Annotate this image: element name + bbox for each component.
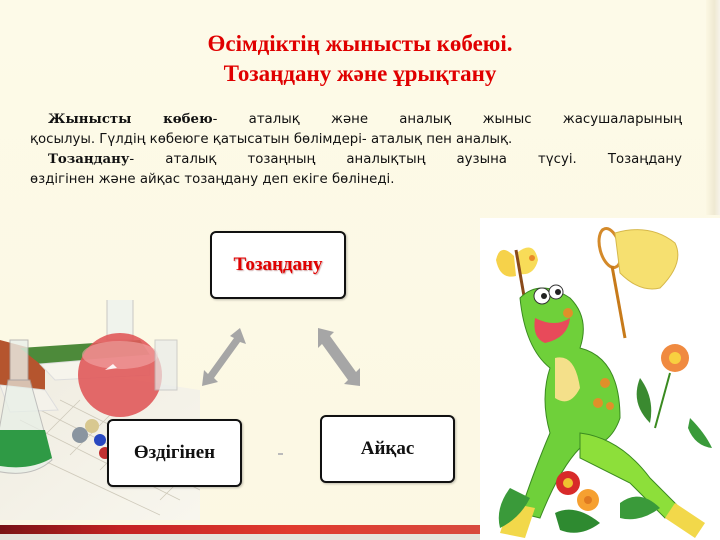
- paragraph-pollination: Тозаңдану- аталық тозаңның аналықтың ауз…: [30, 150, 682, 190]
- definition-rest: өздігінен және айқас тозаңдану деп екіге…: [30, 172, 395, 187]
- node-cross-pollination: Айқас: [320, 415, 455, 483]
- frog-butterfly-net-image: [480, 218, 720, 540]
- lab-glassware-image: [0, 300, 200, 520]
- body-text: Жынысты көбею- аталық және аналық жыныс …: [30, 110, 682, 190]
- double-arrow-right-icon: [318, 328, 360, 386]
- slide-edge-shadow: [706, 0, 720, 215]
- double-arrow-left-icon: [202, 328, 246, 386]
- node-self-pollination: Өздігінен: [107, 419, 242, 487]
- slide-title-line1: Өсімдіктің жынысты көбеюі.: [207, 31, 513, 56]
- definition-rest: қосылуы. Гүлдің көбеюге қатысатын бөлімд…: [30, 132, 513, 147]
- node-pollination: Тозаңдану: [210, 231, 346, 299]
- stray-mark: [278, 453, 283, 455]
- paragraph-sexual-reproduction: Жынысты көбею- аталық және аналық жыныс …: [30, 110, 682, 150]
- definition-line1: - аталық тозаңның аналықтың аузына түсуі…: [129, 152, 682, 167]
- definition-line1: - аталық және аналық жыныс жасушаларының: [212, 112, 682, 127]
- footer-red-bar: [0, 525, 483, 536]
- slide-title-line2: Тозаңдану және ұрықтану: [223, 61, 497, 86]
- term-pollination: Тозаңдану: [48, 152, 130, 167]
- term-sexual-reproduction: Жынысты көбею: [48, 112, 213, 127]
- footer-grey-bar: [0, 534, 483, 540]
